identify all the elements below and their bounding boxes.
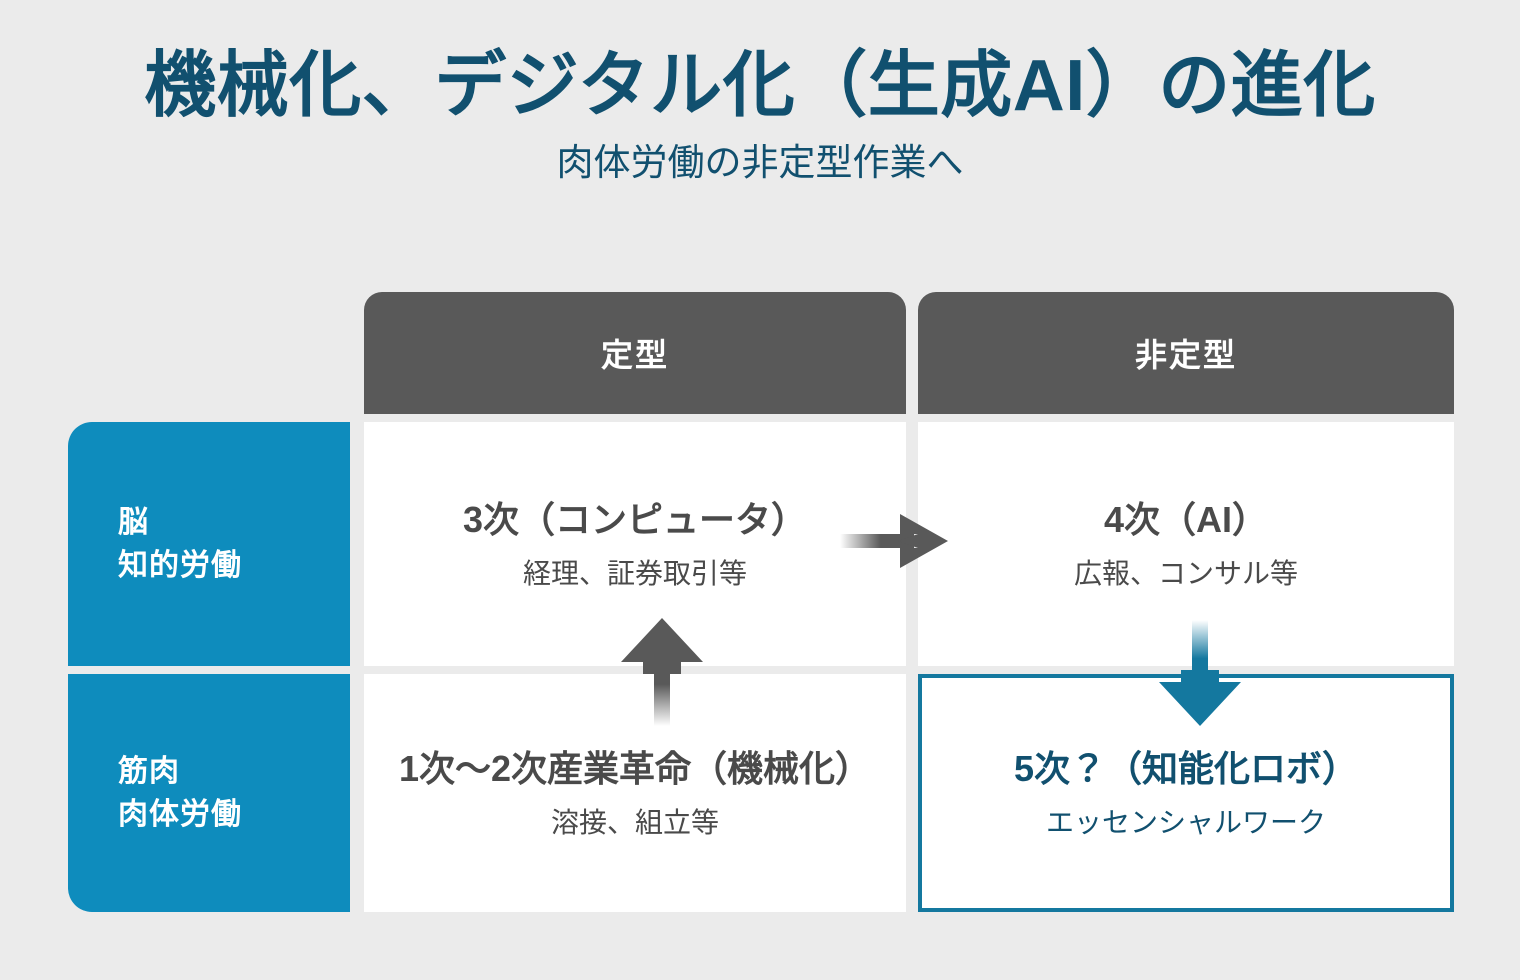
cell-subtitle: 広報、コンサル等	[1073, 557, 1298, 589]
cell-muscle-routine: 1次〜2次産業革命（機械化） 溶接、組立等	[364, 674, 906, 912]
cell-brain-routine: 3次（コンピュータ） 経理、証券取引等	[364, 422, 906, 666]
cell-brain-nonroutine: 4次（AI） 広報、コンサル等	[918, 422, 1454, 666]
cell-title: 3次（コンピュータ）	[462, 498, 808, 540]
row-label-muscle: 筋肉 肉体労働	[68, 674, 350, 912]
row-label-line2: 肉体労働	[118, 798, 242, 831]
row-label-line1: 脳	[118, 505, 149, 539]
cell-title: 1次〜2次産業革命（機械化）	[398, 747, 872, 789]
cell-subtitle: 経理、証券取引等	[522, 557, 747, 589]
column-header-label: 非定型	[1134, 337, 1237, 373]
cell-subtitle: 溶接、組立等	[550, 806, 719, 838]
slide-header: 機械化、デジタル化（生成AI）の進化 肉体労働の非定型作業へ	[0, 0, 1520, 185]
cell-title: 5次？（知能化ロボ）	[1013, 747, 1359, 789]
column-header-teikei: 定型	[364, 292, 906, 414]
cell-subtitle: エッセンシャルワーク	[1045, 806, 1326, 838]
row-label-brain: 脳 知的労働	[68, 422, 350, 666]
page-title: 機械化、デジタル化（生成AI）の進化	[144, 46, 1376, 126]
cell-title: 4次（AI）	[1103, 498, 1269, 540]
page-subtitle: 肉体労働の非定型作業へ	[556, 141, 964, 183]
column-header-label: 定型	[600, 337, 669, 373]
evolution-matrix: 定型 非定型 脳 知的労働 筋肉 肉体労働 3次（コンピュータ） 経理、証券取引…	[68, 292, 1454, 912]
row-label-line2: 知的労働	[118, 549, 242, 582]
row-label-line1: 筋肉	[118, 754, 180, 788]
cell-muscle-nonroutine: 5次？（知能化ロボ） エッセンシャルワーク	[918, 674, 1454, 912]
column-header-hiteikei: 非定型	[918, 292, 1454, 414]
